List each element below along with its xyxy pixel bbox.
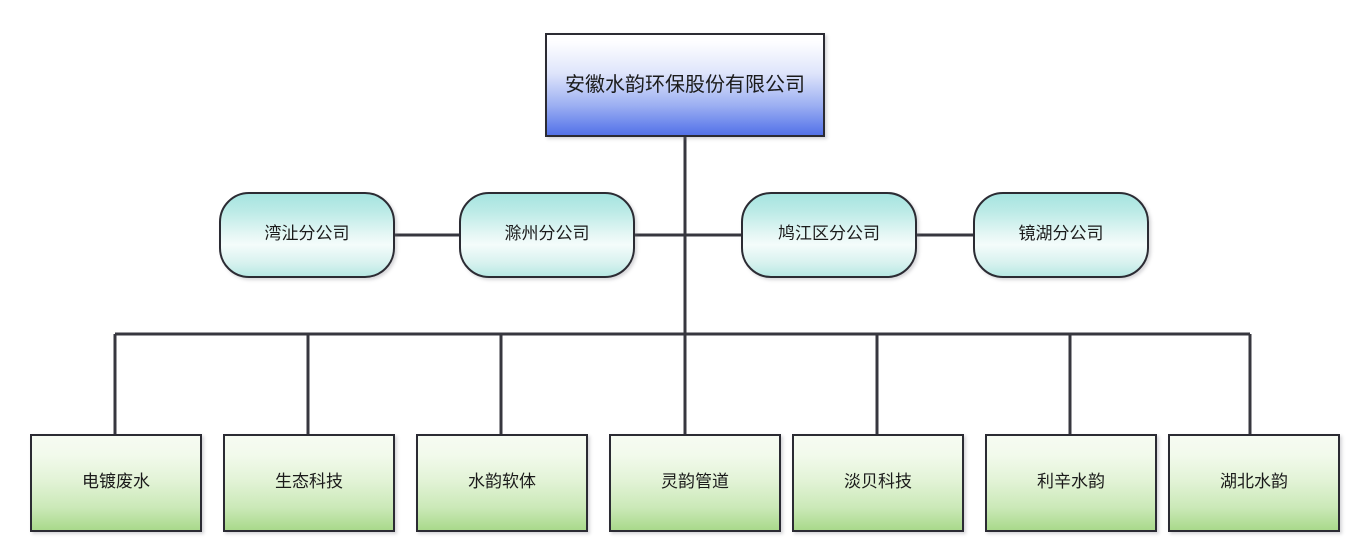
node-leaf-lixinshuiyun[interactable]: 利辛水韵 (985, 434, 1157, 532)
node-leaf-hubeishuiyun[interactable]: 湖北水韵 (1168, 434, 1340, 532)
node-branch-jinghu[interactable]: 镜湖分公司 (973, 192, 1149, 278)
node-leaf-shuiyunruanti[interactable]: 水韵软体 (416, 434, 588, 532)
node-leaf-diandufeishui[interactable]: 电镀废水 (30, 434, 202, 532)
node-leaf-danbeikeji[interactable]: 淡贝科技 (792, 434, 964, 532)
node-leaf-lingyunguandao[interactable]: 灵韵管道 (609, 434, 781, 532)
node-leaf-shengtaikeji[interactable]: 生态科技 (223, 434, 395, 532)
node-root-company[interactable]: 安徽水韵环保股份有限公司 (545, 33, 825, 137)
node-branch-jiujiang[interactable]: 鸠江区分公司 (741, 192, 917, 278)
node-branch-wanzhi[interactable]: 湾沚分公司 (219, 192, 395, 278)
node-branch-chuzhou[interactable]: 滁州分公司 (459, 192, 635, 278)
